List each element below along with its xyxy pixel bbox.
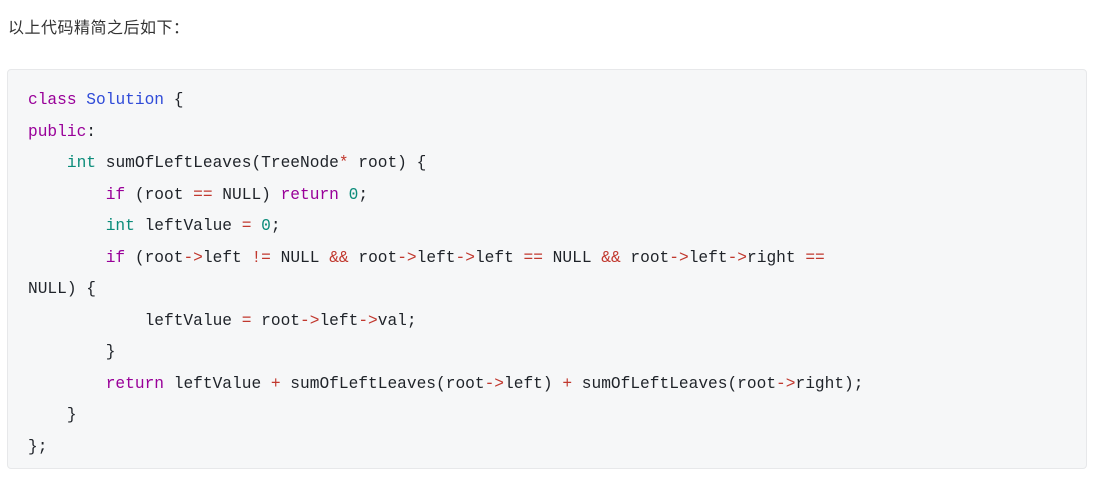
code-token xyxy=(28,217,106,235)
code-line: int sumOfLeftLeaves(TreeNode* root) { xyxy=(28,148,1086,180)
code-token: right); xyxy=(795,374,864,393)
code-token: && xyxy=(601,248,621,267)
code-token: right xyxy=(747,248,806,267)
code-token: if xyxy=(105,248,126,267)
code-token: = xyxy=(241,311,252,330)
code-content: class Solution {public: int sumOfLeftLea… xyxy=(8,70,1086,463)
code-line: if (root->left != NULL && root->left->le… xyxy=(28,243,1086,275)
code-token xyxy=(339,186,349,204)
code-token: public xyxy=(28,122,87,141)
code-token: { xyxy=(164,91,184,109)
code-token: -> xyxy=(183,248,203,267)
code-token: && xyxy=(329,248,349,267)
code-token: left xyxy=(202,248,252,267)
code-token: : xyxy=(86,122,97,141)
code-token: -> xyxy=(776,374,796,393)
code-token: sumOfLeftLeaves(TreeNode xyxy=(96,154,339,172)
code-token: class xyxy=(28,91,77,109)
code-line: } xyxy=(28,400,1086,432)
code-token: leftValue xyxy=(134,217,242,235)
code-token: -> xyxy=(455,248,475,267)
code-token: ; xyxy=(358,185,369,204)
code-token: val; xyxy=(377,311,417,330)
code-token: } xyxy=(28,343,116,361)
code-token xyxy=(28,375,106,393)
code-token: (root xyxy=(125,248,184,267)
code-token xyxy=(28,249,106,267)
code-token: left xyxy=(416,248,456,267)
code-token: ; xyxy=(270,217,281,235)
code-token: -> xyxy=(397,248,417,267)
code-line: leftValue = root->left->val; xyxy=(28,306,1086,338)
code-token: sumOfLeftLeaves(root xyxy=(572,374,777,393)
code-token xyxy=(28,154,67,172)
intro-text: 以上代码精简之后如下： xyxy=(8,18,190,37)
code-token xyxy=(251,217,261,235)
code-line: return leftValue + sumOfLeftLeaves(root-… xyxy=(28,369,1086,401)
code-token: != xyxy=(251,248,271,267)
code-token: -> xyxy=(358,311,378,330)
code-token: if xyxy=(105,185,126,204)
code-block: class Solution {public: int sumOfLeftLea… xyxy=(7,69,1087,469)
code-token: root xyxy=(620,248,670,267)
code-token: int xyxy=(105,217,135,235)
code-token: -> xyxy=(300,311,320,330)
code-line: }; xyxy=(28,432,1086,464)
code-line: NULL) { xyxy=(28,274,1086,306)
code-line: public: xyxy=(28,117,1086,149)
code-token xyxy=(28,186,106,204)
code-line: int leftValue = 0; xyxy=(28,211,1086,243)
code-token: NULL xyxy=(270,248,330,267)
code-token: root xyxy=(348,248,398,267)
code-line: } xyxy=(28,337,1086,369)
code-token: 0 xyxy=(348,185,359,204)
code-token: Solution xyxy=(86,91,165,109)
code-token: root xyxy=(251,311,301,330)
code-token: } xyxy=(28,406,77,424)
code-token: sumOfLeftLeaves(root xyxy=(280,374,485,393)
code-token: == xyxy=(193,185,213,204)
code-token xyxy=(77,91,87,109)
code-token: -> xyxy=(669,248,689,267)
code-token: + xyxy=(270,374,281,393)
code-line: if (root == NULL) return 0; xyxy=(28,180,1086,212)
code-token: == xyxy=(523,248,543,267)
code-line: class Solution { xyxy=(28,85,1086,117)
code-token: 0 xyxy=(261,217,271,235)
code-token: -> xyxy=(727,248,748,267)
code-token: == xyxy=(805,248,825,267)
code-token: -> xyxy=(484,374,505,393)
code-token: left xyxy=(688,248,728,267)
code-token: NULL) { xyxy=(28,280,96,298)
code-token: + xyxy=(562,374,573,393)
code-token: * xyxy=(338,154,349,172)
code-token: left) xyxy=(504,374,563,393)
code-token: leftValue xyxy=(164,374,271,393)
code-token: leftValue xyxy=(28,311,242,330)
code-token: left xyxy=(319,311,359,330)
code-token: return xyxy=(105,374,165,393)
code-token: return xyxy=(280,185,339,204)
code-token: NULL xyxy=(542,248,602,267)
code-token: }; xyxy=(28,437,48,456)
code-token: = xyxy=(241,217,252,235)
code-token: NULL) xyxy=(212,185,281,204)
code-token: left xyxy=(474,248,524,267)
code-token: (root xyxy=(125,185,194,204)
code-token: int xyxy=(66,154,97,172)
code-token: root) { xyxy=(348,154,427,172)
